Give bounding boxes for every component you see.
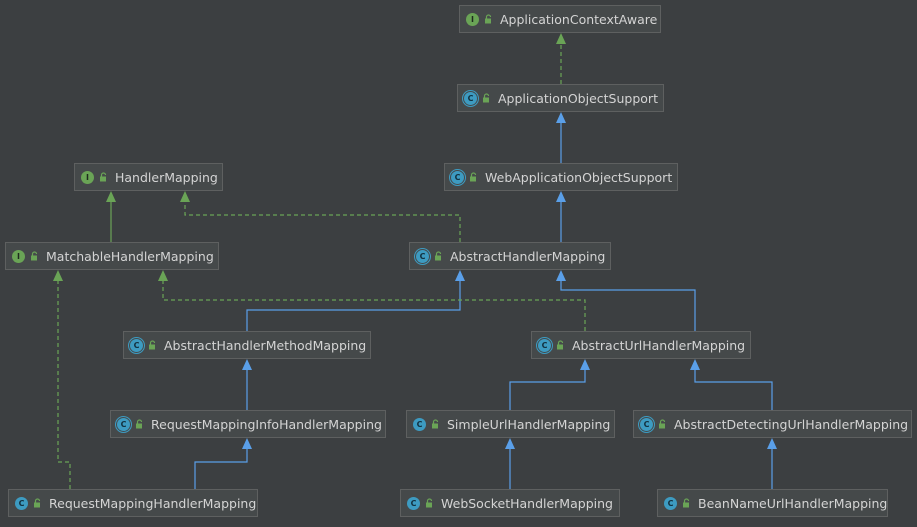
interface-icon: I	[81, 170, 94, 184]
node-abstract-handler-method-mapping[interactable]: C AbstractHandlerMethodMapping	[123, 331, 371, 359]
abstract-class-icon: C	[449, 168, 466, 186]
public-lock-icon	[432, 419, 439, 429]
edge-arrowhead	[158, 270, 168, 281]
edge-arrowhead	[106, 191, 116, 202]
public-lock-icon	[426, 498, 433, 508]
edge-simple-url-extends-abstract-url-handler-mapping	[509, 359, 590, 410]
abstract-class-icon: C	[536, 336, 553, 354]
edge-request-mapping-info-extends-abstract-handler-method-mapping	[242, 359, 252, 410]
node-label: WebApplicationObjectSupport	[485, 169, 673, 185]
class-icon: C	[413, 417, 426, 431]
abstract-class-icon: C	[115, 415, 132, 433]
public-lock-icon	[659, 419, 666, 429]
node-application-object-support[interactable]: C ApplicationObjectSupport	[457, 84, 664, 112]
abstract-class-icon: C	[638, 415, 655, 433]
edge-abstract-url-handler-mapping-extends-abstract-handler-mapping	[556, 270, 696, 331]
node-label: BeanNameUrlHandlerMapping	[698, 495, 888, 511]
interface-icon: I	[466, 12, 479, 26]
node-label: RequestMappingHandlerMapping	[49, 495, 257, 511]
public-lock-icon	[485, 14, 492, 24]
node-handler-mapping[interactable]: I HandlerMapping	[74, 163, 223, 191]
edge-abstract-handler-method-mapping-extends-abstract-handler-mapping	[246, 270, 465, 331]
edge-arrowhead	[242, 359, 252, 370]
abstract-class-icon: C	[128, 336, 145, 354]
node-label: ApplicationObjectSupport	[498, 90, 658, 106]
edge-arrowhead	[455, 270, 465, 281]
node-request-mapping-handler-mapping[interactable]: C RequestMappingHandlerMapping	[8, 489, 258, 517]
edge-arrowhead	[580, 359, 590, 370]
node-label: WebSocketHandlerMapping	[441, 495, 613, 511]
edge-arrowhead	[556, 270, 566, 281]
edge-app-object-support-implements-context-aware	[556, 33, 566, 84]
public-lock-icon	[100, 172, 107, 182]
edge-request-mapping-handler-mapping-implements-matchable	[53, 270, 71, 489]
public-lock-icon	[31, 251, 38, 261]
class-icon: C	[407, 496, 420, 510]
edge-web-app-object-support-extends-app-object-support	[556, 112, 566, 163]
public-lock-icon	[34, 498, 41, 508]
public-lock-icon	[683, 498, 690, 508]
node-label: MatchableHandlerMapping	[46, 248, 214, 264]
node-request-mapping-info-handler-mapping[interactable]: C RequestMappingInfoHandlerMapping	[110, 410, 386, 438]
class-icon: C	[664, 496, 677, 510]
node-label: RequestMappingInfoHandlerMapping	[151, 416, 382, 432]
edge-arrowhead	[556, 33, 566, 44]
node-application-context-aware[interactable]: I ApplicationContextAware	[459, 5, 661, 33]
node-abstract-detecting-url-handler-mapping[interactable]: C AbstractDetectingUrlHandlerMapping	[633, 410, 912, 438]
node-label: AbstractUrlHandlerMapping	[572, 337, 746, 353]
edge-abstract-handler-mapping-extends-web-app-object-support	[556, 191, 566, 242]
edge-request-mapping-handler-mapping-extends-request-mapping-info	[194, 438, 252, 489]
edge-arrowhead	[556, 191, 566, 202]
abstract-class-icon: C	[414, 247, 431, 265]
node-label: AbstractHandlerMapping	[450, 248, 606, 264]
node-label: HandlerMapping	[115, 169, 218, 185]
node-web-application-object-support[interactable]: C WebApplicationObjectSupport	[444, 163, 678, 191]
node-simple-url-handler-mapping[interactable]: C SimpleUrlHandlerMapping	[406, 410, 615, 438]
node-label: AbstractDetectingUrlHandlerMapping	[674, 416, 909, 432]
edge-websocket-extends-simple-url-handler-mapping	[505, 438, 515, 489]
class-icon: C	[15, 496, 28, 510]
edge-abstract-handler-mapping-implements-handler-mapping	[180, 191, 461, 242]
public-lock-icon	[470, 172, 477, 182]
node-label: ApplicationContextAware	[500, 11, 658, 27]
edge-abstract-url-handler-mapping-implements-matchable	[158, 270, 586, 331]
edge-arrowhead	[767, 438, 777, 449]
edge-bean-name-url-extends-abstract-detecting-url	[767, 438, 777, 489]
interface-icon: I	[12, 249, 25, 263]
node-websocket-handler-mapping[interactable]: C WebSocketHandlerMapping	[400, 489, 620, 517]
edge-arrowhead	[242, 438, 252, 449]
edge-arrowhead	[53, 270, 63, 281]
public-lock-icon	[149, 340, 156, 350]
public-lock-icon	[557, 340, 564, 350]
edge-arrowhead	[505, 438, 515, 449]
node-matchable-handler-mapping[interactable]: I MatchableHandlerMapping	[5, 242, 219, 270]
edge-arrowhead	[690, 359, 700, 370]
public-lock-icon	[136, 419, 143, 429]
node-abstract-handler-mapping[interactable]: C AbstractHandlerMapping	[409, 242, 611, 270]
public-lock-icon	[483, 93, 490, 103]
edge-abstract-detecting-url-extends-abstract-url-handler-mapping	[690, 359, 773, 410]
public-lock-icon	[435, 251, 442, 261]
node-abstract-url-handler-mapping[interactable]: C AbstractUrlHandlerMapping	[531, 331, 751, 359]
abstract-class-icon: C	[462, 89, 479, 107]
edge-matchable-extends-handler-mapping	[106, 191, 116, 242]
node-bean-name-url-handler-mapping[interactable]: C BeanNameUrlHandlerMapping	[657, 489, 888, 517]
edge-arrowhead	[180, 191, 190, 202]
edge-arrowhead	[556, 112, 566, 123]
node-label: AbstractHandlerMethodMapping	[164, 337, 367, 353]
node-label: SimpleUrlHandlerMapping	[447, 416, 611, 432]
